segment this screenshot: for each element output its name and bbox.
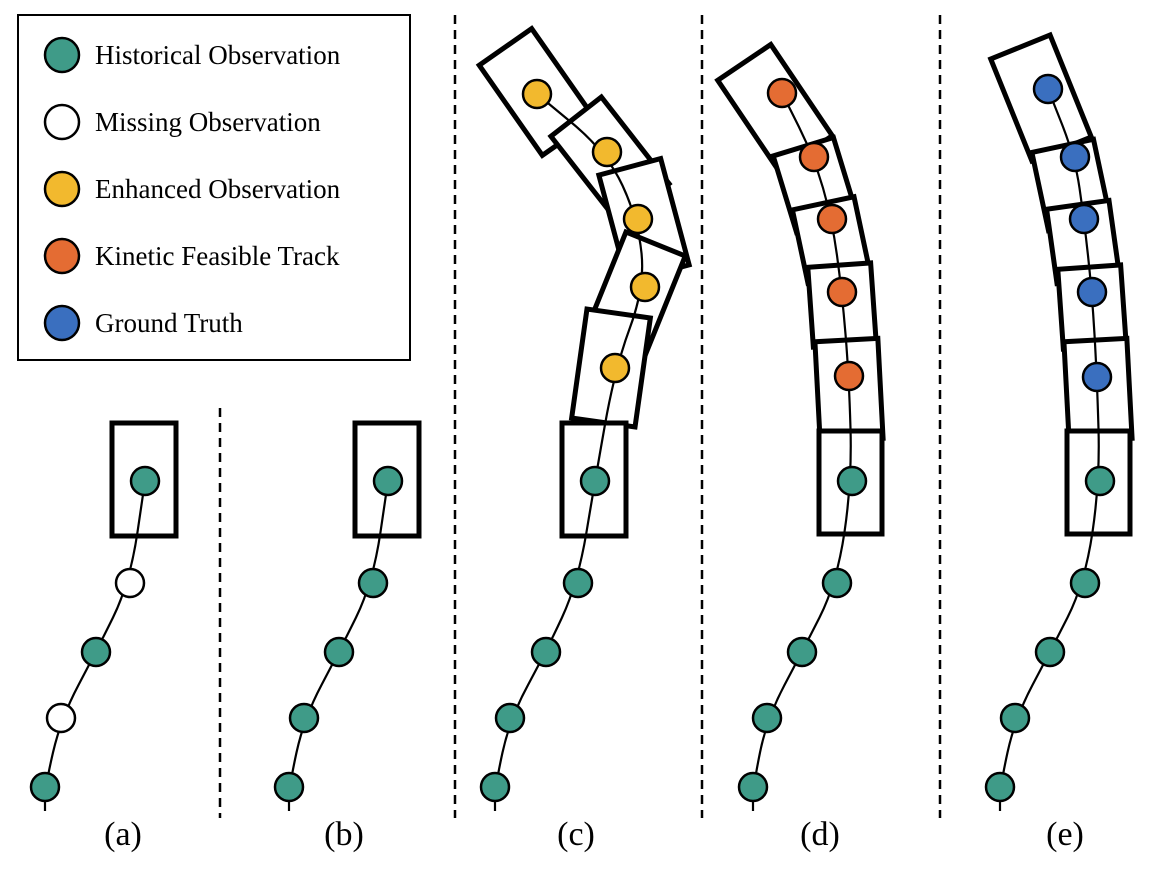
historical-observation-point [836, 465, 868, 497]
legend-label: Kinetic Feasible Track [95, 241, 340, 271]
legend-label: Enhanced Observation [95, 174, 341, 204]
historical-observation-point [1069, 567, 1101, 599]
missing-observation-point [114, 567, 146, 599]
historical-observation-point [323, 636, 355, 668]
historical-observation-point [786, 636, 818, 668]
kinetic-point [816, 203, 848, 235]
panel-a: (a) [29, 420, 179, 853]
enhanced-point [521, 78, 553, 110]
panel-d: (d) [714, 41, 886, 853]
historical-legend-marker-icon [43, 36, 81, 74]
historical-observation-point [273, 771, 305, 803]
panel-label: (d) [800, 816, 840, 853]
historical-observation-point [1084, 465, 1116, 497]
historical-observation-point [530, 636, 562, 668]
historical-observation-point [579, 465, 611, 497]
kinetic-legend-marker-icon [43, 237, 81, 275]
kinetic-point [826, 276, 858, 308]
historical-observation-point [129, 465, 161, 497]
historical-observation-point [29, 771, 61, 803]
historical-observation-point [821, 567, 853, 599]
historical-observation-point [494, 702, 526, 734]
current-bounding-box [559, 420, 629, 539]
enhanced-point [629, 271, 661, 303]
enhanced-point [599, 352, 631, 384]
ground-truth-point [1059, 141, 1091, 173]
trajectory-line [493, 93, 644, 811]
historical-observation-point [737, 771, 769, 803]
ground-truth-point [1076, 276, 1108, 308]
trajectory-line [998, 88, 1100, 811]
legend-label: Historical Observation [95, 40, 341, 70]
panel-label: (b) [324, 816, 364, 853]
panel-b: (b) [273, 420, 422, 853]
enhanced-legend-marker-icon [43, 170, 81, 208]
historical-observation-point [751, 702, 783, 734]
historical-observation-point [1034, 636, 1066, 668]
historical-observation-point [80, 636, 112, 668]
enhanced-point [622, 203, 654, 235]
panel-dividers [218, 15, 942, 818]
historical-observation-point [562, 567, 594, 599]
panel-c: (c) [475, 25, 693, 853]
historical-observation-point [357, 567, 389, 599]
legend-label: Ground Truth [95, 308, 243, 338]
kinetic-point [798, 141, 830, 173]
panel-label: (e) [1046, 816, 1084, 853]
panel-label: (a) [104, 816, 142, 853]
missing-observation-point [45, 702, 77, 734]
enhanced-point [591, 136, 623, 168]
historical-observation-point [372, 465, 404, 497]
panel-e: (e) [984, 31, 1135, 853]
missing-legend-marker-icon [43, 103, 81, 141]
kinetic-point [833, 360, 865, 392]
ground-truth-point [1032, 73, 1064, 105]
ground-truth-point [1068, 203, 1100, 235]
kinetic-point [766, 77, 798, 109]
historical-observation-point [999, 702, 1031, 734]
trajectory-line [751, 92, 852, 811]
historical-observation-point [479, 771, 511, 803]
historical-observation-point [984, 771, 1016, 803]
ground-truth-point [1081, 361, 1113, 393]
panel-label: (c) [557, 816, 595, 853]
legend-frame [17, 14, 411, 361]
legend-label: Missing Observation [95, 107, 321, 137]
ground-truth-legend-marker-icon [43, 304, 81, 342]
historical-observation-point [288, 702, 320, 734]
